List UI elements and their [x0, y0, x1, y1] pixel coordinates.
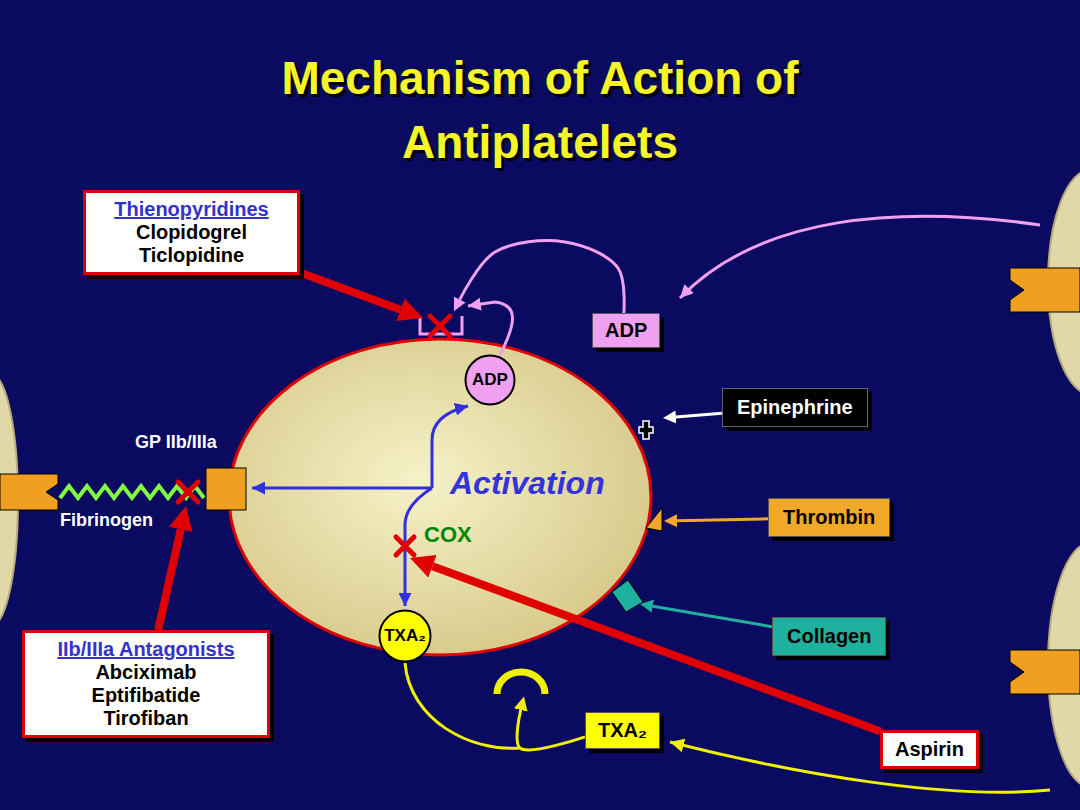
node-text: Ticlopidine: [98, 244, 285, 267]
agonist-arrow: [460, 241, 624, 313]
activation-arrows: [252, 406, 468, 606]
art-path: [396, 537, 414, 555]
node-text: TXA₂: [598, 719, 647, 742]
node-text: Epinephrine: [737, 396, 853, 419]
inhibition-arrow: [300, 273, 400, 310]
node-text: Activation: [450, 465, 605, 502]
node-text: ADP: [472, 370, 508, 390]
node-text: Tirofiban: [37, 707, 255, 730]
title-area: Mechanism of Action of Antiplatelets: [0, 46, 1080, 174]
collagen-receptor: [612, 580, 643, 612]
drug-class-box: ThienopyridinesClopidogrelTiclopidine: [83, 190, 300, 275]
epinephrine-receptor: [639, 421, 653, 439]
agonist-box: TXA₂: [585, 712, 660, 749]
block-marks: [178, 316, 450, 555]
agonist-arrow: [677, 519, 768, 521]
endothelial-cells: [0, 170, 1080, 787]
node-text: ADP: [605, 319, 647, 342]
txa2-release-line: [405, 663, 520, 748]
node-text: Eptifibatide: [37, 684, 255, 707]
agonist-arrow: [517, 710, 585, 750]
node-text: Thrombin: [783, 506, 875, 529]
drug-box: Aspirin: [880, 730, 979, 769]
inhibition-arrow: [158, 529, 181, 630]
ligand-label: Fibrinogen: [60, 510, 153, 531]
thrombin-receptor: [646, 508, 662, 531]
node-text: Abciximab: [37, 661, 255, 684]
agonist-box: ADP: [592, 313, 660, 348]
art-polygon: [1010, 268, 1080, 312]
adp-granule: ADP: [464, 354, 516, 406]
receptor-label: GP IIb/IIIa: [135, 432, 217, 453]
gp-receptor: [206, 468, 246, 510]
adp-source-arrow: [680, 216, 1040, 298]
title: Mechanism of Action of Antiplatelets: [200, 46, 880, 174]
agonist-box: Epinephrine: [722, 388, 868, 427]
box-heading: IIb/IIIa Antagonists: [37, 638, 255, 661]
agonist-arrow: [653, 606, 772, 626]
agonist-box: Thrombin: [768, 498, 890, 537]
txa2-receptor: [497, 672, 545, 694]
box-heading: Thienopyridines: [98, 198, 285, 221]
art-path: [430, 316, 450, 336]
adp-release-arrow: [468, 302, 513, 355]
agonist-arrow: [676, 413, 722, 417]
node-text: TXA₂: [384, 626, 426, 646]
art-polygon: [1010, 650, 1080, 694]
txa2-granule: TXA₂: [378, 609, 432, 663]
node-text: Aspirin: [895, 738, 964, 761]
art-path: [252, 487, 432, 490]
node-text: Collagen: [787, 625, 871, 648]
agonist-box: Collagen: [772, 617, 886, 656]
art-path: [178, 482, 198, 502]
drug-class-box: IIb/IIIa AntagonistsAbciximabEptifibatid…: [22, 630, 270, 738]
art-polygon: [0, 474, 58, 510]
enzyme-label: COX: [424, 522, 472, 548]
txa2-source-arrow: [670, 742, 1050, 792]
platelet-cell: Activation ADP TXA₂: [227, 337, 653, 657]
node-text: Clopidogrel: [98, 221, 285, 244]
